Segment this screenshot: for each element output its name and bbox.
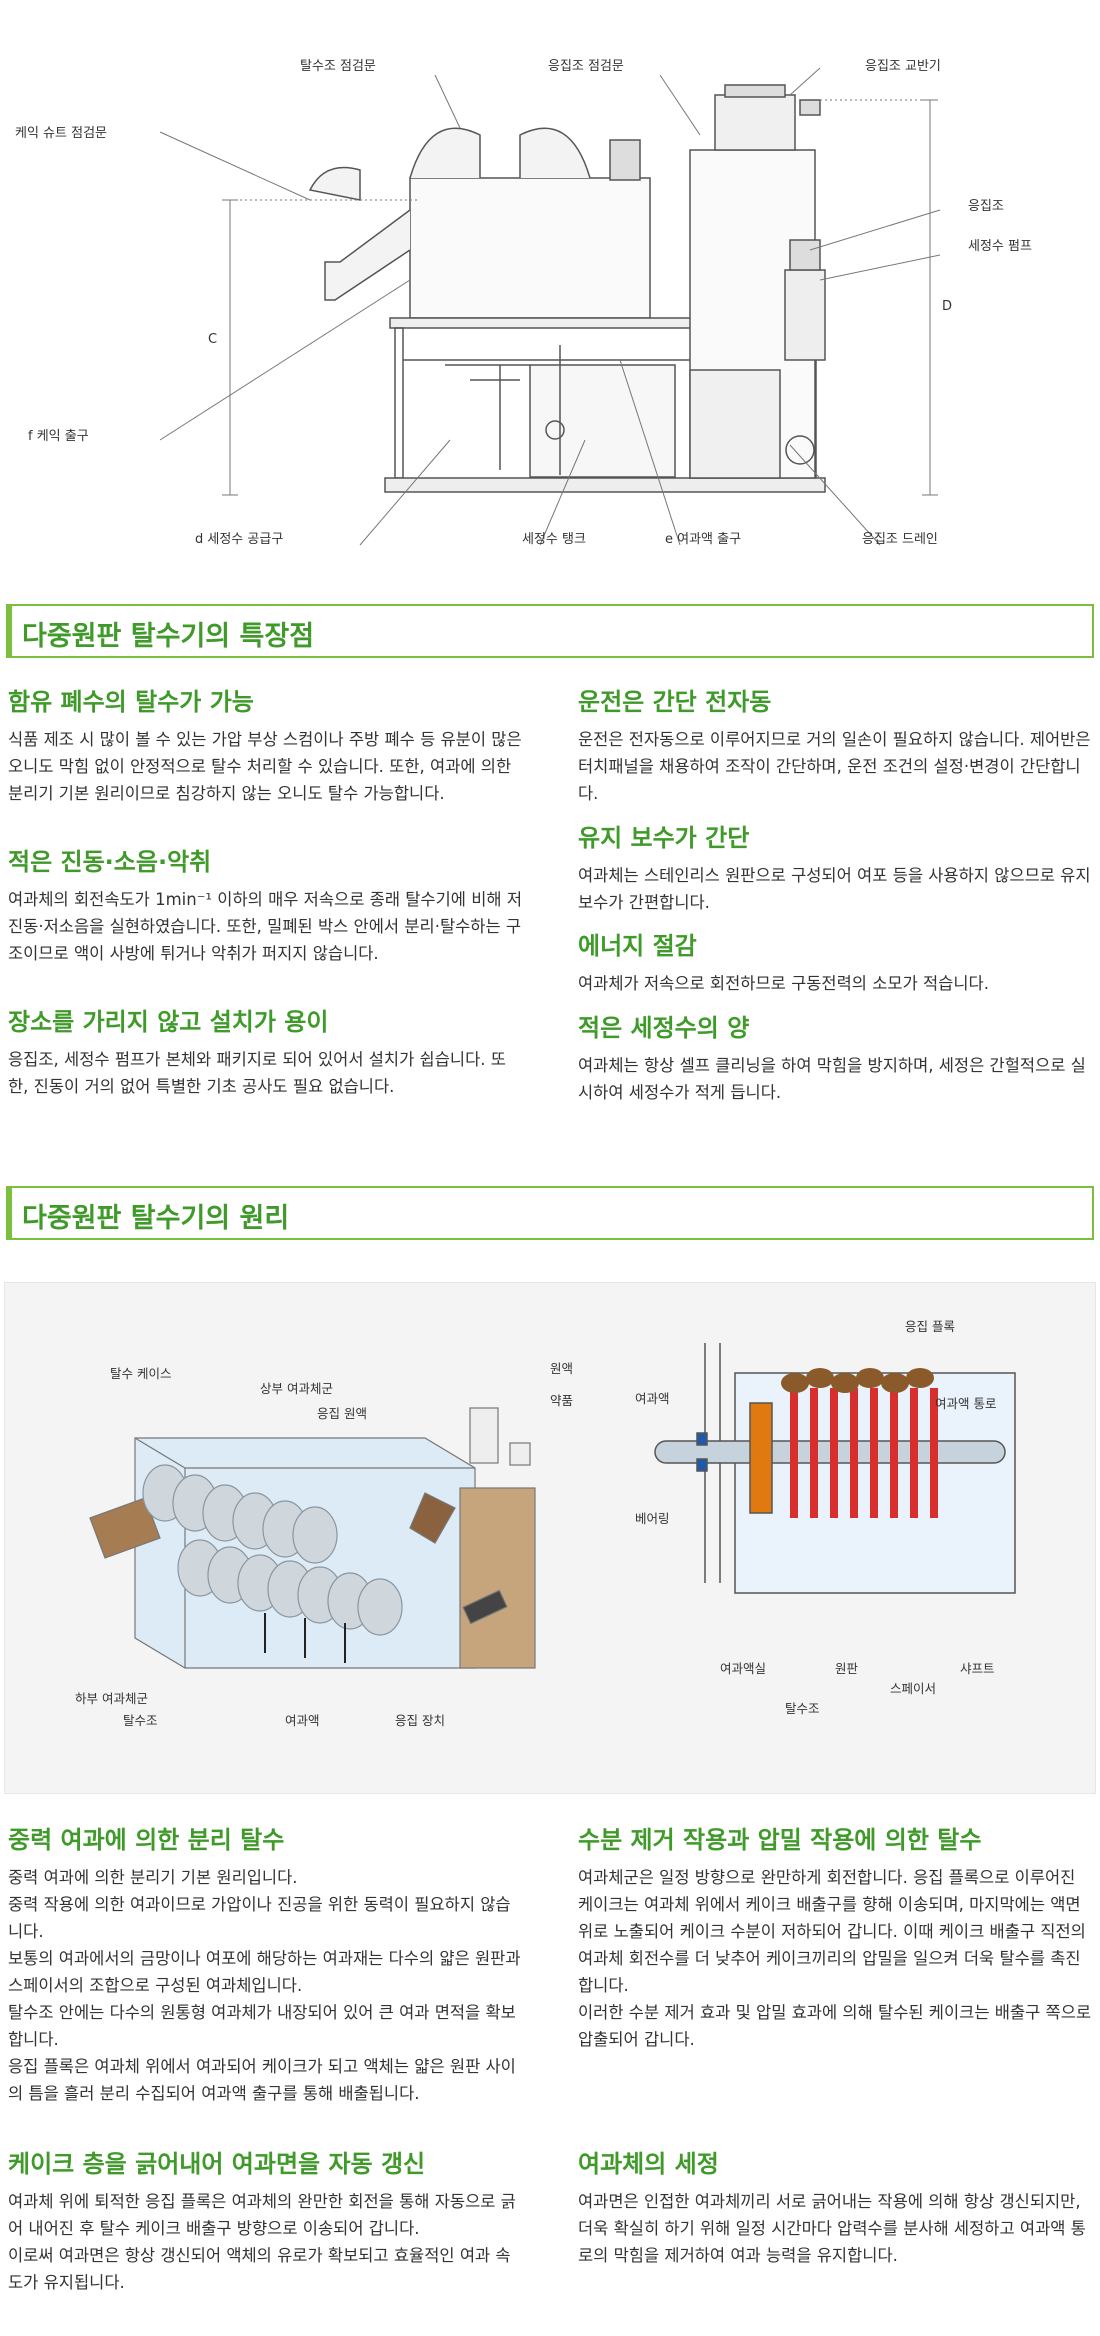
label-raw: 원액 <box>550 1361 573 1376</box>
principle-filter-cleaning: 여과체의 세정 여과면은 인접한 여과체끼리 서로 긁어내는 작용에 의해 항상… <box>578 2148 1093 2269</box>
label-chem: 약품 <box>550 1393 573 1408</box>
feature-oily-wastewater: 함유 폐수의 탈수가 가능 식품 제조 시 많이 볼 수 있는 가압 부상 스컴… <box>8 686 523 807</box>
principle-body-line: 보통의 여과에서의 금망이나 여포에 해당하는 여과재는 다수의 얇은 원판과 … <box>8 1949 521 1995</box>
label-cake-chute-door: 케익 슈트 점검문 <box>15 126 107 141</box>
label-cake-outlet: f 케익 출구 <box>28 429 89 444</box>
principle-body-line: 이러한 수분 제거 효과 및 압밀 효과에 의해 탈수된 케이크는 배출구 쪽으… <box>578 2003 1092 2049</box>
section-accent-bar <box>8 1188 12 1238</box>
principle-water-removal: 수분 제거 작용과 압밀 작용에 의한 탈수 여과체군은 일정 방향으로 완만하… <box>578 1824 1093 2053</box>
principle-body-line: 중력 작용에 의한 여과이므로 가압이나 진공을 위한 동력이 필요하지 않습니… <box>8 1895 511 1941</box>
label-shaft: 샤프트 <box>960 1661 995 1676</box>
feature-heading: 유지 보수가 간단 <box>578 824 750 852</box>
principle-body-line: 탈수조 안에는 다수의 원통형 여과체가 내장되어 있어 큰 여과 면적을 확보… <box>8 2003 516 2049</box>
label-upper-filter: 상부 여과체군 <box>260 1381 333 1396</box>
principle-body-line: 이로써 여과면은 항상 갱신되어 액체의 유로가 확보되고 효율적인 여과 속도… <box>8 2246 511 2292</box>
feature-heading: 에너지 절감 <box>578 932 697 960</box>
label-coag-floc: 응집 플록 <box>905 1319 955 1334</box>
label-coag-tank: 응집조 <box>968 199 1004 214</box>
feature-heading: 함유 폐수의 탈수가 가능 <box>8 688 254 716</box>
label-dim-d: D <box>942 299 952 314</box>
label-disc: 원판 <box>835 1661 859 1676</box>
feature-body: 여과체는 스테인리스 원판으로 구성되어 여포 등을 사용하지 않으므로 유지 … <box>578 866 1091 912</box>
features-section-header: 다중원판 탈수기의 특장점 <box>6 604 1094 658</box>
section-accent-bar <box>8 606 12 656</box>
principle-body-line: 여과체군은 일정 방향으로 완만하게 회전합니다. 응집 플록으로 이루어진 케… <box>578 1868 1086 1995</box>
principle-gravity-filtration: 중력 여과에 의한 분리 탈수 중력 여과에 의한 분리기 기본 원리입니다. … <box>8 1824 523 2107</box>
feature-full-auto: 운전은 간단 전자동 운전은 전자동으로 이루어지므로 거의 일손이 필요하지 … <box>578 686 1093 807</box>
feature-body: 응집조, 세정수 펌프가 본체와 패키지로 되어 있어서 설치가 쉽습니다. 또… <box>8 1050 506 1096</box>
principle-drawing: 탈수 케이스 상부 여과체군 응집 원액 원액 약품 하부 여과체군 탈수조 여… <box>75 1319 1016 1728</box>
feature-low-wash-water: 적은 세정수의 양 여과체는 항상 셀프 클리닝을 하여 막힘을 방지하며, 세… <box>578 1012 1093 1106</box>
label-wash-tank: 세정수 탱크 <box>522 532 586 547</box>
principle-heading: 여과체의 세정 <box>578 2150 719 2178</box>
label-dewater-tank-door: 탈수조 점검문 <box>300 59 376 74</box>
label-dewater-tank: 탈수조 <box>123 1713 158 1728</box>
label-wash-supply: d 세정수 공급구 <box>195 532 283 547</box>
label-coag-device: 응집 장치 <box>395 1713 445 1728</box>
label-filtrate-path: 여과액 통로 <box>935 1396 996 1411</box>
principle-diagram-panel: 탈수 케이스 상부 여과체군 응집 원액 원액 약품 하부 여과체군 탈수조 여… <box>4 1282 1096 1794</box>
feature-body: 식품 제조 시 많이 볼 수 있는 가압 부상 스컴이나 주방 폐수 등 유분이… <box>8 730 522 803</box>
feature-body: 여과체가 저속으로 회전하므로 구동전력의 소모가 적습니다. <box>578 974 989 993</box>
principle-body-line: 여과면은 인접한 여과체끼리 서로 긁어내는 작용에 의해 항상 갱신되지만, … <box>578 2192 1086 2265</box>
label-filtrate: 여과액 <box>285 1713 320 1728</box>
principle-section-title: 다중원판 탈수기의 원리 <box>22 1203 290 1234</box>
feature-energy-saving: 에너지 절감 여과체가 저속으로 회전하므로 구동전력의 소모가 적습니다. <box>578 930 1093 997</box>
label-filtrate-chamber: 여과액실 <box>720 1661 766 1676</box>
label-dewater-case: 탈수 케이스 <box>110 1366 171 1381</box>
machine-elevation-diagram: 탈수조 점검문 응집조 점검문 응집조 교반기 케익 슈트 점검문 응집조 세정… <box>0 0 1100 580</box>
feature-body: 운전은 전자동으로 이루어지므로 거의 일손이 필요하지 않습니다. 제어반은 … <box>578 730 1091 803</box>
label-spacer: 스페이서 <box>890 1681 936 1696</box>
label-filtrate-outlet: e 여과액 출구 <box>665 532 741 547</box>
principle-heading: 수분 제거 작용과 압밀 작용에 의한 탈수 <box>578 1826 982 1854</box>
label-coag-drain: 응집조 드레인 <box>862 532 938 547</box>
label-coag-tank-door: 응집조 점검문 <box>548 59 624 74</box>
label-coag-raw: 응집 원액 <box>317 1406 367 1421</box>
feature-easy-install: 장소를 가리지 않고 설치가 용이 응집조, 세정수 펌프가 본체와 패키지로 … <box>8 1006 523 1100</box>
principle-section-header: 다중원판 탈수기의 원리 <box>6 1186 1094 1240</box>
feature-body: 여과체의 회전속도가 1min⁻¹ 이하의 매우 저속으로 종래 탈수기에 비해… <box>8 890 522 963</box>
principle-heading: 중력 여과에 의한 분리 탈수 <box>8 1826 285 1854</box>
feature-low-vibration: 적은 진동·소음·악취 여과체의 회전속도가 1min⁻¹ 이하의 매우 저속으… <box>8 846 523 967</box>
label-bearing: 베어링 <box>635 1511 670 1526</box>
feature-body: 여과체는 항상 셀프 클리닝을 하여 막힘을 방지하며, 세정은 간헐적으로 실… <box>578 1056 1086 1102</box>
label-dewater-tank-r: 탈수조 <box>785 1701 820 1716</box>
feature-easy-maintenance: 유지 보수가 간단 여과체는 스테인리스 원판으로 구성되어 여포 등을 사용하… <box>578 822 1093 916</box>
principle-body-line: 여과체 위에 퇴적한 응집 플록은 여과체의 완만한 회전을 통해 자동으로 긁… <box>8 2192 516 2238</box>
feature-heading: 운전은 간단 전자동 <box>578 688 772 716</box>
feature-heading: 장소를 가리지 않고 설치가 용이 <box>8 1008 329 1036</box>
feature-heading: 적은 세정수의 양 <box>578 1014 750 1042</box>
principle-body-line: 응집 플록은 여과체 위에서 여과되어 케이크가 되고 액체는 얇은 원판 사이… <box>8 2057 516 2103</box>
machine-drawing: 탈수조 점검문 응집조 점검문 응집조 교반기 케익 슈트 점검문 응집조 세정… <box>15 59 1032 547</box>
label-lower-filter: 하부 여과체군 <box>75 1691 148 1706</box>
label-coag-mixer: 응집조 교반기 <box>865 59 941 74</box>
features-section-title: 다중원판 탈수기의 특장점 <box>22 621 315 652</box>
principle-heading: 케이크 층을 긁어내어 여과면을 자동 갱신 <box>8 2150 426 2178</box>
label-filtrate-r: 여과액 <box>635 1391 670 1406</box>
principle-body-line: 중력 여과에 의한 분리기 기본 원리입니다. <box>8 1868 298 1887</box>
label-wash-pump: 세정수 펌프 <box>968 239 1032 254</box>
label-dim-c: C <box>208 332 217 347</box>
feature-heading: 적은 진동·소음·악취 <box>8 848 212 876</box>
principle-cake-scraping: 케이크 층을 긁어내어 여과면을 자동 갱신 여과체 위에 퇴적한 응집 플록은… <box>8 2148 523 2296</box>
